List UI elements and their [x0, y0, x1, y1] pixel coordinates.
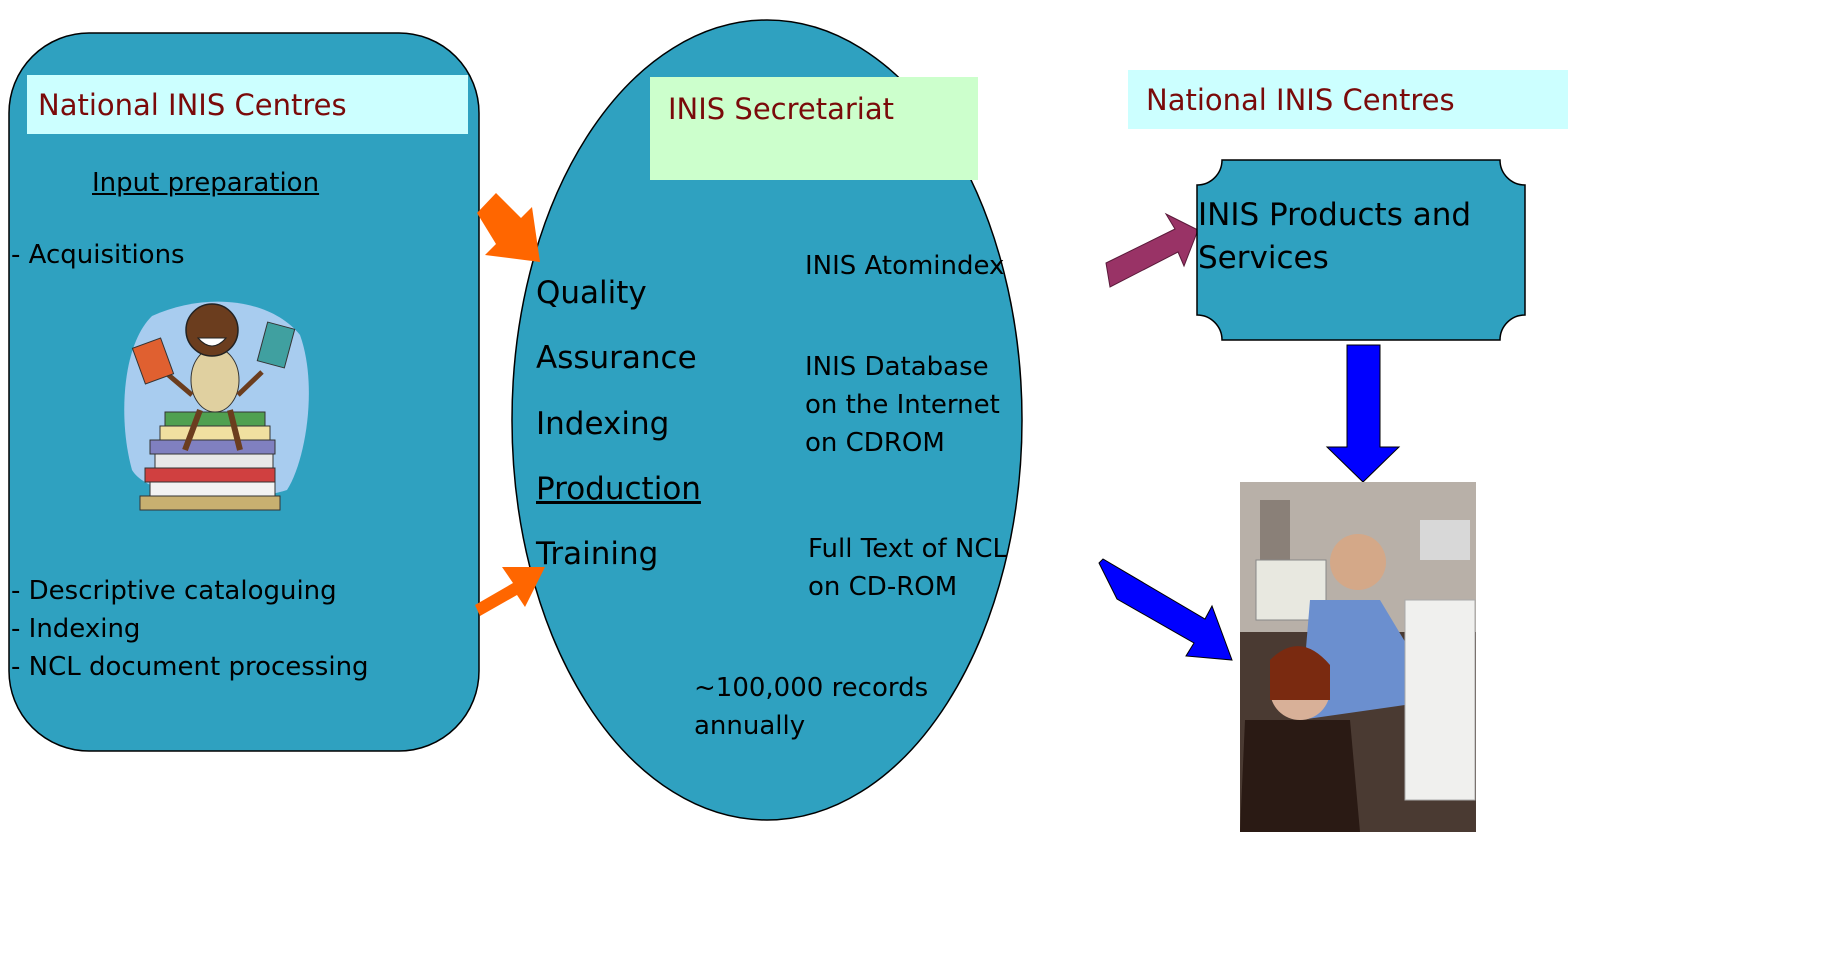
records-line2: annually	[694, 711, 806, 741]
right-panel-title: National INIS Centres	[1146, 83, 1455, 117]
maroon-arrow	[1105, 212, 1199, 288]
product-database-line3: on CDROM	[805, 428, 945, 458]
orange-arrow-top	[477, 193, 540, 262]
blue-arrow-down	[1325, 344, 1401, 483]
products-box-line1: INIS Products and	[1198, 197, 1472, 233]
ncl-processing-item: - NCL document processing	[11, 652, 369, 682]
blue-arrow-diagonal	[1098, 558, 1233, 661]
center-ellipse	[511, 19, 1023, 821]
activity-quality: Quality	[536, 275, 647, 311]
activity-indexing: Indexing	[536, 406, 670, 442]
acquisitions-item: - Acquisitions	[11, 240, 185, 270]
left-title-box	[27, 75, 468, 134]
activity-production: Production	[536, 471, 701, 507]
products-box-line2: Services	[1198, 240, 1329, 276]
product-atomindex: INIS Atomindex	[805, 251, 1005, 281]
product-database-line2: on the Internet	[805, 390, 1000, 420]
records-line1: ~100,000 records	[694, 673, 929, 703]
product-fulltext-line1: Full Text of NCL	[808, 534, 1007, 564]
descriptive-cataloguing-item: - Descriptive cataloguing	[11, 576, 337, 606]
diagram-canvas	[8, 19, 1526, 832]
left-panel-title: National INIS Centres	[38, 88, 347, 122]
input-preparation-heading: Input preparation	[92, 168, 320, 198]
right-title-box	[1128, 70, 1568, 129]
product-database-line1: INIS Database	[805, 352, 989, 382]
activity-training: Training	[536, 536, 659, 572]
secretariat-label-box	[650, 77, 978, 180]
secretariat-title: INIS Secretariat	[668, 92, 895, 126]
activity-assurance: Assurance	[536, 340, 697, 376]
product-fulltext-line2: on CD-ROM	[808, 572, 958, 602]
users-at-computer-photo	[1240, 482, 1476, 832]
orange-arrow-bottom	[475, 567, 545, 616]
woman-on-books-clipart	[124, 301, 309, 511]
products-box	[1196, 159, 1526, 341]
indexing-item: - Indexing	[11, 614, 141, 644]
